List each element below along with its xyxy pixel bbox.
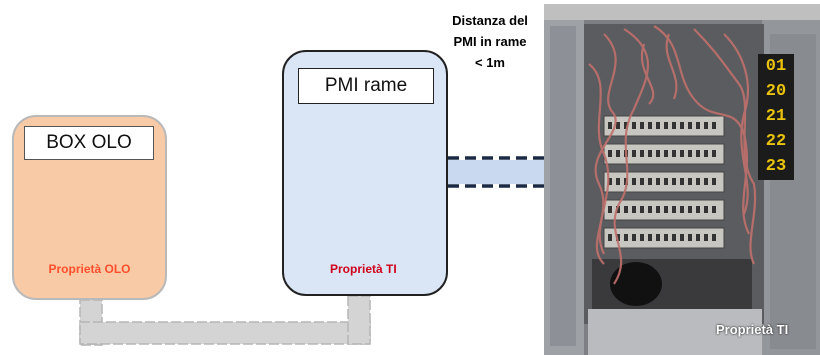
panel-terminal bbox=[648, 122, 652, 129]
panel-terminal bbox=[696, 206, 700, 213]
cabinet-number: 20 bbox=[765, 82, 787, 101]
panel-terminal bbox=[656, 122, 660, 129]
panel-terminal bbox=[640, 150, 644, 157]
panel-terminal bbox=[688, 122, 692, 129]
cabinet-numbers: 01 20 21 22 23 bbox=[760, 54, 792, 179]
panel-terminal bbox=[648, 178, 652, 185]
panel-terminal bbox=[640, 234, 644, 241]
panel-terminal bbox=[640, 206, 644, 213]
panel-terminal bbox=[680, 122, 684, 129]
olo-box-title: BOX OLO bbox=[24, 126, 154, 160]
panel-terminal bbox=[696, 178, 700, 185]
panel-terminal bbox=[704, 122, 708, 129]
distance-label-line3: < 1m bbox=[475, 55, 505, 70]
panel-terminal bbox=[608, 150, 612, 157]
panel-terminal bbox=[632, 122, 636, 129]
panel-terminal bbox=[712, 206, 716, 213]
distance-label-line2: PMI in rame bbox=[453, 34, 527, 49]
panel-terminal bbox=[704, 150, 708, 157]
panel-terminal bbox=[712, 150, 716, 157]
panel-terminal bbox=[680, 178, 684, 185]
panel-terminal bbox=[696, 150, 700, 157]
panel-terminal bbox=[672, 122, 676, 129]
distribution-frame-photo: 01 20 21 22 23 bbox=[544, 4, 820, 355]
panel-terminal bbox=[616, 150, 620, 157]
wire-bundle bbox=[693, 28, 757, 265]
wire-bundle bbox=[613, 28, 650, 285]
panel-terminal bbox=[664, 234, 668, 241]
panel-terminal bbox=[680, 150, 684, 157]
panel-terminal bbox=[664, 178, 668, 185]
panel-terminal bbox=[704, 206, 708, 213]
panel-terminal bbox=[680, 234, 684, 241]
cabinet-number-strip bbox=[758, 54, 794, 180]
panel-terminal bbox=[696, 122, 700, 129]
panel-terminal bbox=[688, 206, 692, 213]
panel-terminal bbox=[672, 234, 676, 241]
panel-terminal bbox=[648, 150, 652, 157]
panel-terminal bbox=[624, 234, 628, 241]
panel-terminal bbox=[648, 206, 652, 213]
olo-box-owner: Proprietà OLO bbox=[48, 262, 131, 276]
panel-terminal bbox=[656, 206, 660, 213]
panel-terminal bbox=[632, 178, 636, 185]
panel-terminal bbox=[656, 178, 660, 185]
panel-terminal bbox=[704, 234, 708, 241]
panel-terminal bbox=[632, 206, 636, 213]
panel-terminal bbox=[656, 234, 660, 241]
panel-terminal bbox=[664, 150, 668, 157]
distance-label: Distanza del PMI in rame < 1m bbox=[432, 10, 548, 73]
panel-terminal bbox=[688, 178, 692, 185]
panel-terminal bbox=[616, 178, 620, 185]
cabinet-number: 01 bbox=[765, 57, 787, 76]
distance-label-line1: Distanza del bbox=[452, 13, 528, 28]
panel-terminal bbox=[672, 206, 676, 213]
panel-terminal bbox=[640, 178, 644, 185]
wire-bundle bbox=[653, 25, 750, 235]
photo-owner-label: Proprietà TI bbox=[716, 322, 789, 337]
panel-terminal bbox=[616, 206, 620, 213]
cabinet-number: 23 bbox=[765, 157, 787, 176]
panel-terminal bbox=[704, 178, 708, 185]
panel-terminal bbox=[648, 234, 652, 241]
panel-terminal bbox=[696, 234, 700, 241]
pmi-box-owner: Proprietà TI bbox=[330, 262, 397, 276]
panel-terminal bbox=[664, 122, 668, 129]
panel-terminal bbox=[616, 122, 620, 129]
panel-terminal bbox=[632, 234, 636, 241]
wire-bundle bbox=[723, 33, 749, 215]
panel-terminal bbox=[624, 206, 628, 213]
panel-terminal bbox=[680, 206, 684, 213]
panel-terminal bbox=[712, 234, 716, 241]
panel-terminal bbox=[632, 150, 636, 157]
panel-terminal bbox=[672, 178, 676, 185]
panel-terminal bbox=[664, 206, 668, 213]
panel-terminal bbox=[608, 206, 612, 213]
panel-terminal bbox=[616, 234, 620, 241]
panel-terminal bbox=[608, 178, 612, 185]
panel-terminal bbox=[608, 234, 612, 241]
panel-terminal bbox=[672, 150, 676, 157]
panel-terminal bbox=[688, 234, 692, 241]
panel-terminal bbox=[688, 150, 692, 157]
cabinet-number: 21 bbox=[765, 107, 787, 126]
panel-terminal bbox=[640, 122, 644, 129]
panel-terminal bbox=[608, 122, 612, 129]
cabinet-number: 22 bbox=[765, 132, 787, 151]
wire-bundle bbox=[641, 43, 655, 105]
panel-terminal bbox=[712, 178, 716, 185]
wire-bundle bbox=[588, 63, 610, 255]
panel-terminal bbox=[624, 122, 628, 129]
panel-terminal bbox=[656, 150, 660, 157]
pmi-box-title: PMI rame bbox=[298, 68, 434, 104]
wire-bundle bbox=[665, 33, 678, 100]
panel-terminal bbox=[712, 122, 716, 129]
